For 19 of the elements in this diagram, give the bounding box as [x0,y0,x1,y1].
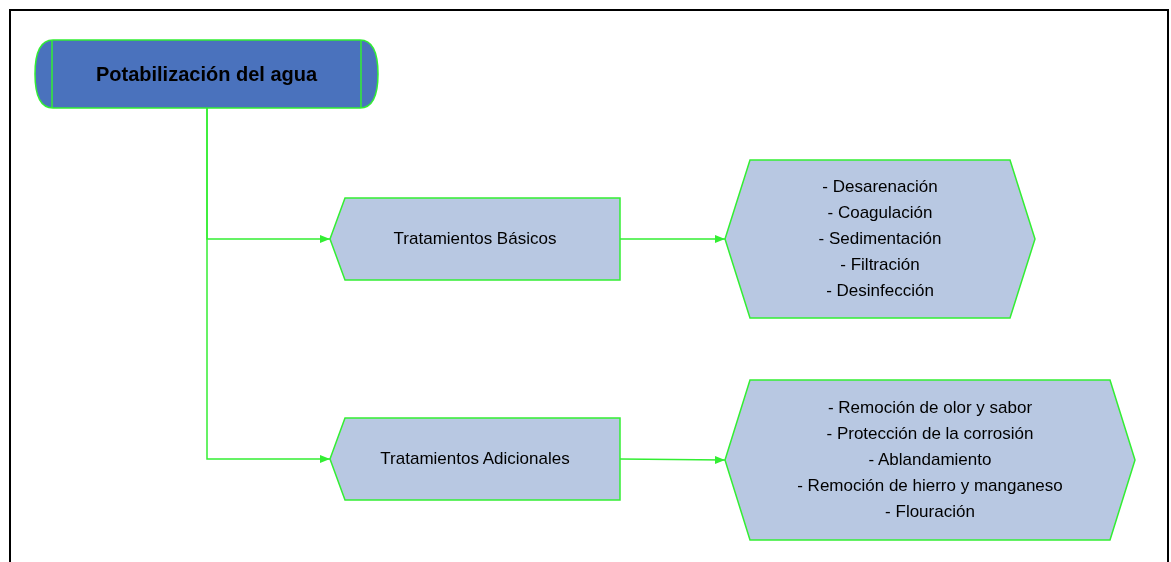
list-item: - Coagulación [827,202,933,224]
category-box [330,198,620,280]
list-box [725,380,1135,540]
list-item: - Desinfección [826,280,934,302]
box-label: Tratamientos Adicionales [380,448,570,470]
list-item: - Remoción de olor y sabor [827,397,1033,419]
list-item: - Filtración [840,254,920,276]
title-box [35,40,378,108]
box-label: Tratamientos Básicos [393,228,557,250]
list-box [725,160,1035,318]
category-box [330,418,620,500]
list-item: - Ablandamiento [868,449,992,471]
list-item: - Desarenación [822,176,938,198]
list-item: - Flouración [885,501,975,523]
title-text: Potabilización del agua [95,62,318,86]
list-item: - Protección de la corrosión [826,423,1034,445]
arrow [206,107,331,463]
list-item: - Remoción de hierro y manganeso [797,475,1063,497]
list-item: - Sedimentación [818,228,942,250]
